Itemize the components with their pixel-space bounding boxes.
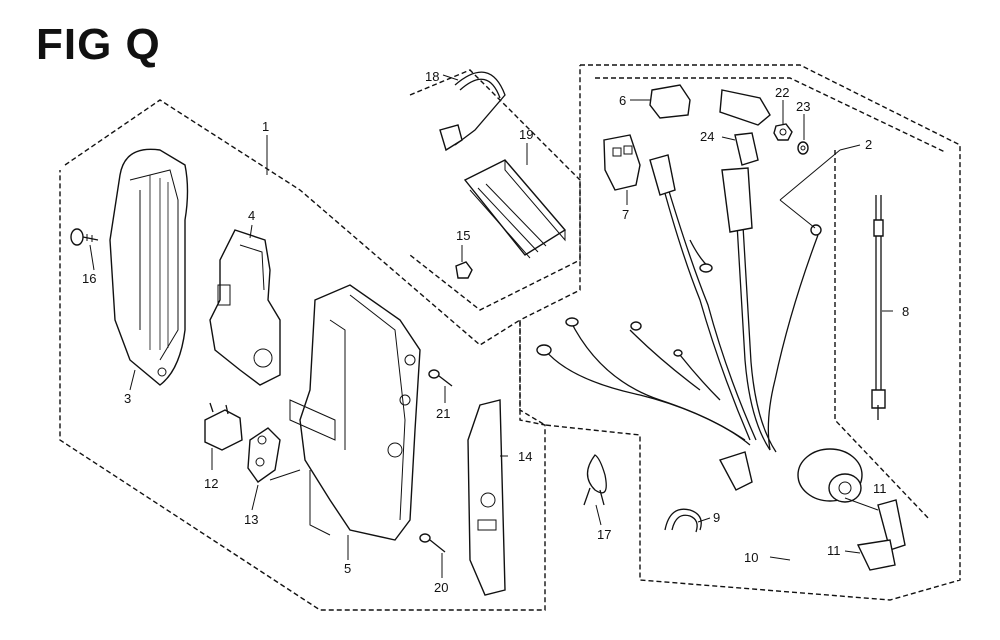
part-nut-15 — [455, 261, 473, 279]
part-bolt-16 — [70, 228, 99, 246]
callout-4: 4 — [248, 208, 255, 223]
callout-16: 16 — [82, 271, 96, 286]
callout-23: 23 — [796, 99, 810, 114]
figure-title: FIG Q — [36, 20, 161, 69]
callout-7: 7 — [622, 207, 629, 222]
callout-19: 19 — [519, 127, 533, 142]
callout-6: 6 — [619, 93, 626, 108]
callout-9: 9 — [713, 510, 720, 525]
callout-12: 12 — [204, 476, 218, 491]
callout-18: 18 — [425, 69, 439, 84]
part-screw-21 — [428, 369, 453, 387]
group-2-boundary — [519, 64, 961, 601]
part-wire-harness — [536, 154, 863, 503]
part-clamp-18 — [439, 71, 506, 152]
callout-24: 24 — [700, 129, 714, 144]
callout-13: 13 — [244, 512, 258, 527]
part-fuse-24 — [734, 132, 759, 166]
part-connector-7 — [603, 134, 641, 191]
part-nut-22 — [773, 123, 793, 141]
callout-3: 3 — [124, 391, 131, 406]
callout-15: 15 — [456, 228, 470, 243]
callout-labels: 1 2 3 4 5 6 7 8 9 10 11 11 12 13 14 15 1… — [82, 69, 909, 595]
callout-10: 10 — [744, 550, 758, 565]
callout-5: 5 — [344, 561, 351, 576]
callout-17: 17 — [597, 527, 611, 542]
part-rod-8 — [871, 195, 886, 420]
part-relay-6 — [649, 84, 691, 119]
callout-22: 22 — [775, 85, 789, 100]
callout-11-upper: 11 — [873, 481, 887, 496]
part-terminal-11b — [856, 539, 896, 571]
callout-21: 21 — [436, 406, 450, 421]
part-terminal-11a — [877, 499, 906, 551]
part-clip-9 — [664, 508, 702, 533]
leader-lines — [89, 74, 893, 578]
callout-20: 20 — [434, 580, 448, 595]
callout-2: 2 — [865, 137, 872, 152]
group-18-19-boundary — [409, 69, 581, 311]
part-cover — [109, 148, 189, 386]
part-plate-14 — [467, 399, 506, 596]
group-1-boundary — [59, 99, 546, 611]
callout-1: 1 — [262, 119, 269, 134]
callout-8: 8 — [902, 304, 909, 319]
part-band-17 — [583, 454, 607, 506]
part-block-19 — [463, 159, 567, 259]
part-fuse-cover — [719, 89, 771, 126]
callout-14: 14 — [518, 449, 532, 464]
part-control-panel — [289, 284, 421, 541]
part-breaker-13 — [247, 427, 281, 483]
callout-11-lower: 11 — [827, 543, 841, 558]
part-washer-23 — [797, 141, 809, 155]
part-screw-20 — [419, 533, 446, 553]
part-switch-12 — [204, 402, 243, 451]
part-bracket-4 — [209, 229, 281, 386]
